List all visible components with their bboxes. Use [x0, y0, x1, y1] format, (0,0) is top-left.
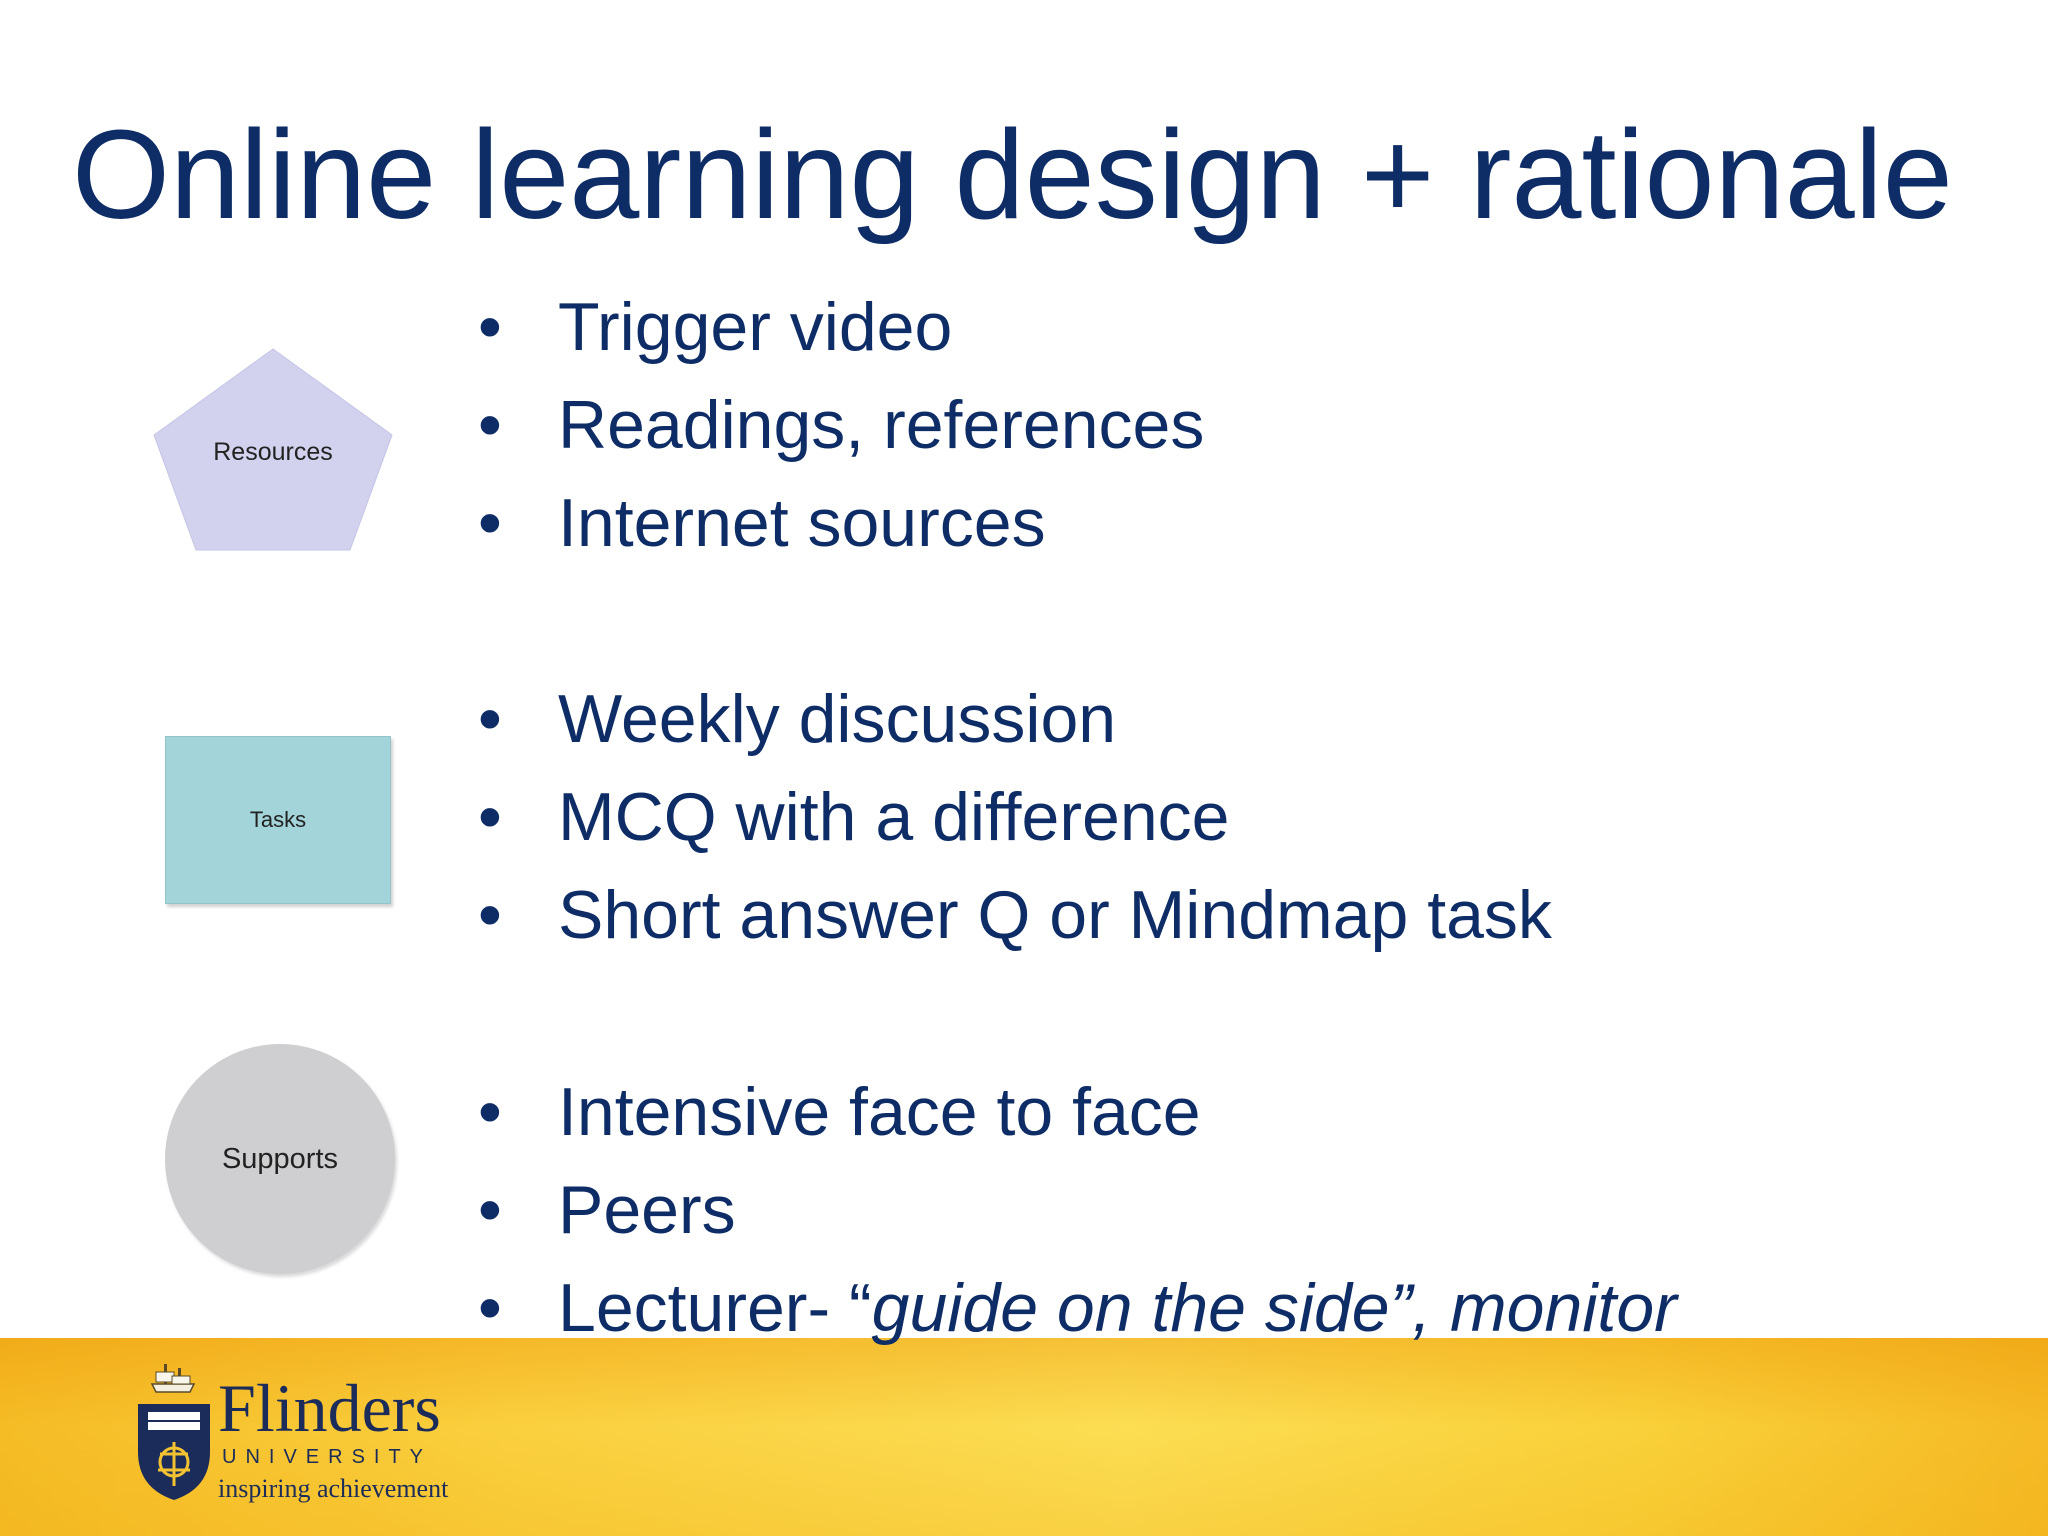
list-item: • Lecturer- “guide on the side”, monitor: [478, 1259, 1677, 1357]
bullet-icon: •: [478, 289, 502, 365]
university-crest-icon: [138, 1364, 210, 1500]
slide-title: Online learning design + rationale: [72, 104, 1953, 245]
bullet-icon: •: [478, 485, 502, 561]
bullet-icon: •: [478, 681, 502, 757]
bullet-icon: •: [478, 1074, 502, 1150]
bullet-icon: •: [478, 877, 502, 953]
tasks-rectangle-shape: Tasks: [165, 736, 391, 904]
bullet-text: Peers: [558, 1172, 736, 1248]
bullet-text-italic: guide on the side”, monitor: [871, 1270, 1677, 1346]
bullet-text: Weekly discussion: [558, 681, 1117, 757]
bullet-text: Intensive face to face: [558, 1074, 1201, 1150]
supports-circle-shape: Supports: [165, 1044, 395, 1274]
logo-name: Flinders: [218, 1370, 441, 1446]
tasks-bullet-list: • Weekly discussion • MCQ with a differenc…: [478, 670, 1552, 964]
bullet-text: Short answer Q or Mindmap task: [558, 877, 1552, 953]
bullet-text: Trigger video: [558, 289, 953, 365]
footer-band: [0, 1338, 2048, 1536]
bullet-text: MCQ with a difference: [558, 779, 1230, 855]
list-item: • Short answer Q or Mindmap task: [478, 866, 1552, 964]
bullet-text: Readings, references: [558, 387, 1205, 463]
list-item: • Trigger video: [478, 278, 1204, 376]
logo-subtitle: UNIVERSITY: [222, 1446, 433, 1468]
list-item: • Internet sources: [478, 474, 1204, 572]
flinders-logo: Flinders UNIVERSITY inspiring achievemen…: [134, 1362, 454, 1517]
resources-bullet-list: • Trigger video • Readings, references • In…: [478, 278, 1204, 572]
bullet-icon: •: [478, 779, 502, 855]
list-item: • Readings, references: [478, 376, 1204, 474]
supports-bullet-list: • Intensive face to face • Peers • Lecturer…: [478, 1063, 1677, 1357]
bullet-text: Internet sources: [558, 485, 1046, 561]
logo-tagline: inspiring achievement: [218, 1474, 449, 1503]
list-item: • MCQ with a difference: [478, 768, 1552, 866]
list-item: • Intensive face to face: [478, 1063, 1677, 1161]
resources-pentagon-shape: Resources: [153, 348, 393, 551]
tasks-label: Tasks: [249, 807, 307, 832]
bullet-icon: •: [478, 1270, 502, 1346]
bullet-icon: •: [478, 387, 502, 463]
bullet-icon: •: [478, 1172, 502, 1248]
supports-label: Supports: [221, 1142, 339, 1175]
list-item: • Weekly discussion: [478, 670, 1552, 768]
footer-gradient: [0, 1338, 2048, 1536]
list-item: • Peers: [478, 1161, 1677, 1259]
resources-label: Resources: [213, 438, 333, 466]
bullet-text: Lecturer- “: [558, 1270, 872, 1346]
